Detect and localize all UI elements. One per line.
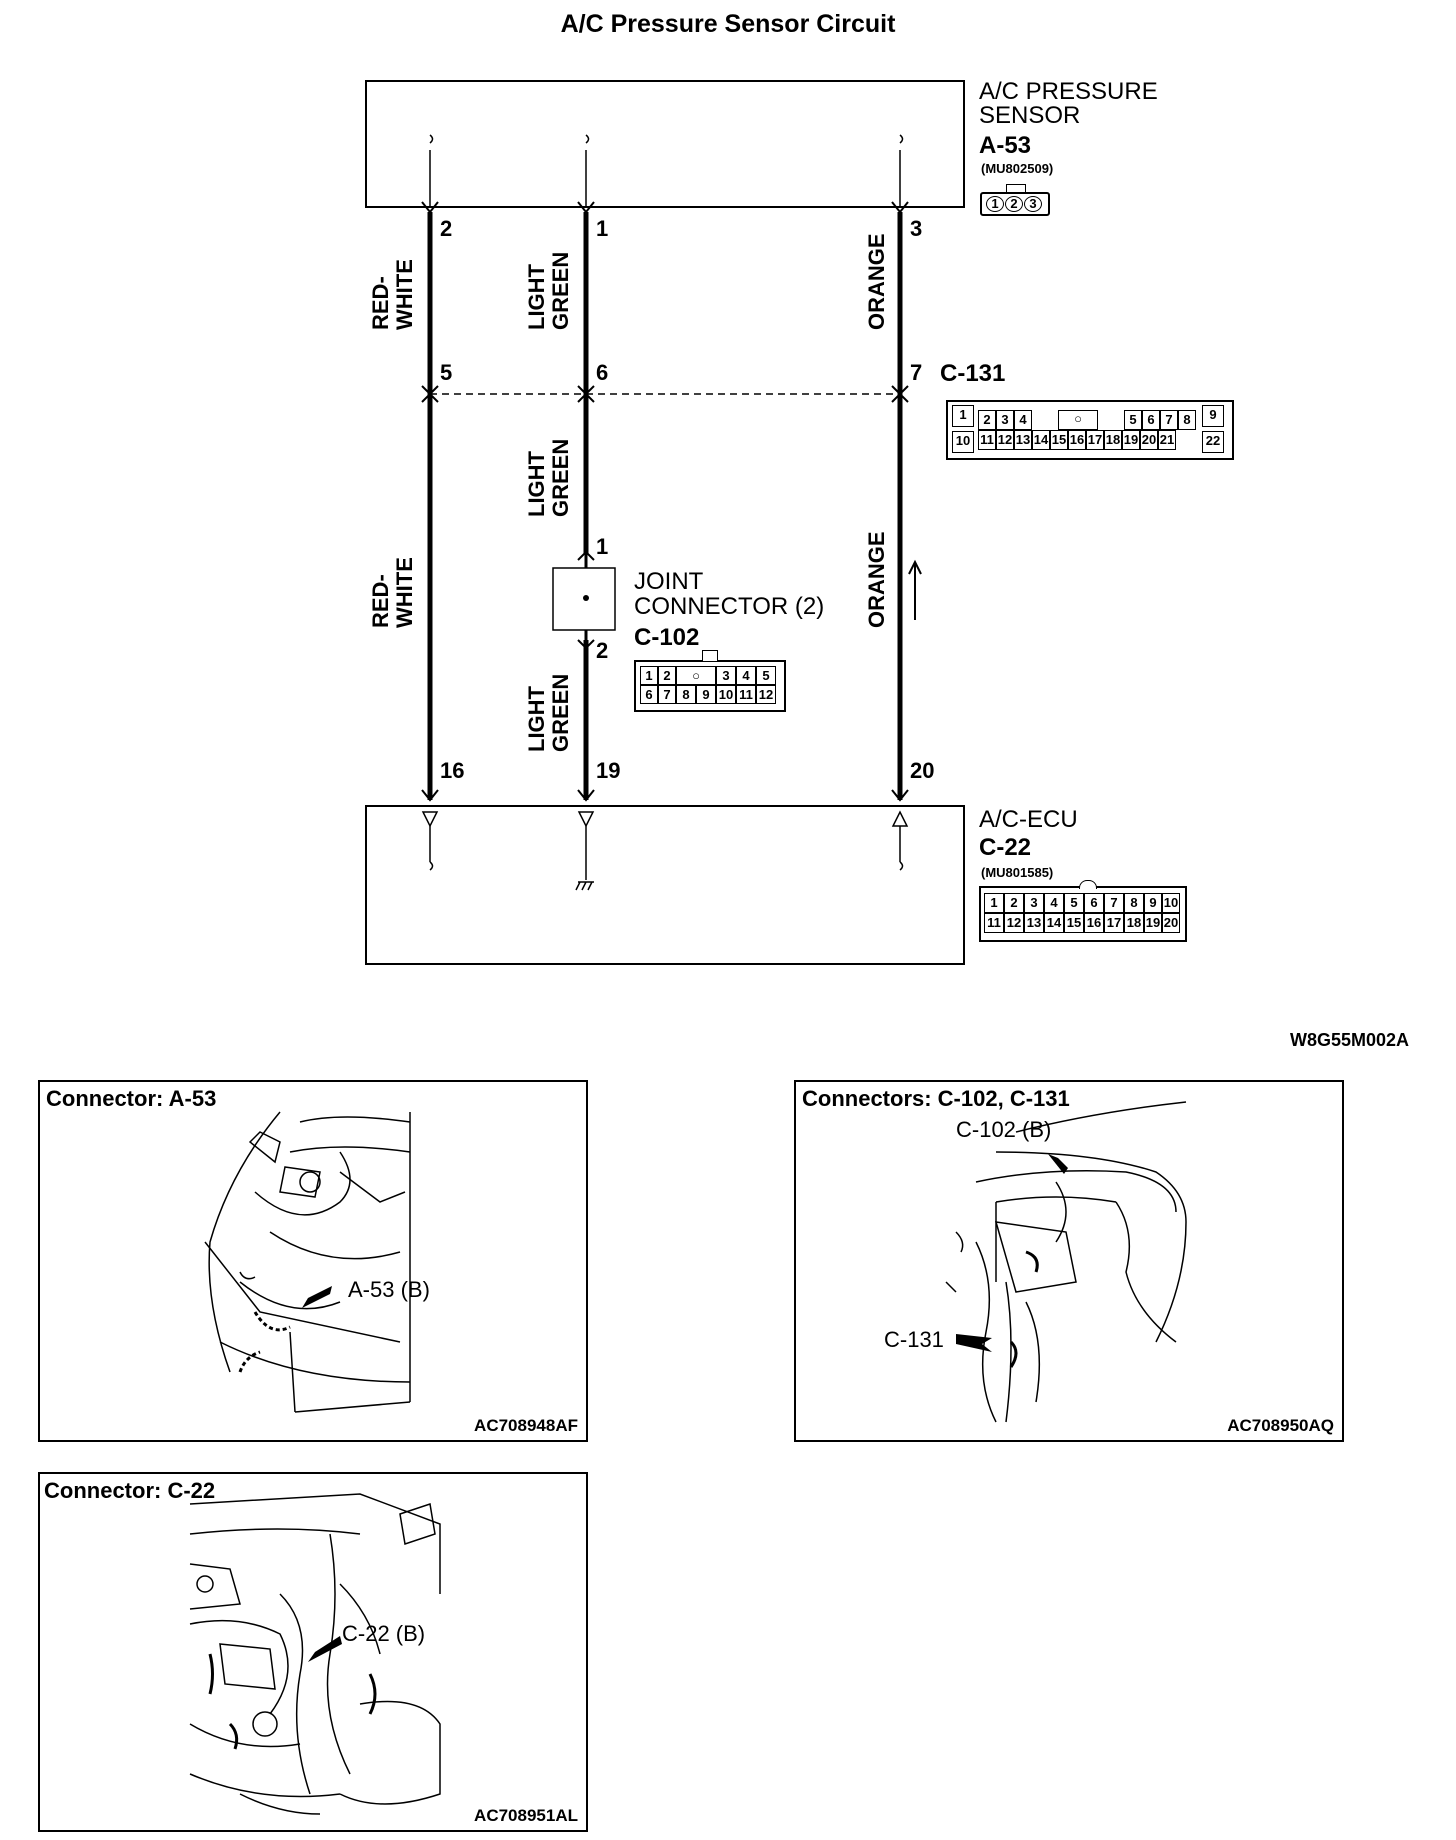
arrow-c102: [1048, 1154, 1068, 1174]
instrument-panel-illustration: [189, 1493, 441, 1815]
joint-connector-name-line2: CONNECTOR (2): [634, 593, 825, 620]
wire-color-right-lower: ORANGE: [864, 531, 889, 628]
wire-color-left-upper-1: RED-: [368, 276, 393, 330]
pin-center-mid: 6: [596, 360, 609, 385]
wire-color-center-upper-1: LIGHT: [524, 264, 549, 330]
pin-left-mid: 5: [440, 360, 453, 385]
panel-a53-code: AC708948AF: [474, 1416, 578, 1435]
panel-c131-callout: C-131: [884, 1327, 944, 1352]
pin-left-bottom: 16: [440, 758, 465, 783]
pin-right-bottom: 20: [910, 758, 935, 783]
wire-color-center-mid-1: LIGHT: [524, 451, 549, 517]
ecu-part-number: (MU801585): [981, 865, 1054, 880]
c131-connector-face: 1 2 3 4 ○ 5 6 7 8 9 10 11 12 13 14 15 16…: [946, 400, 1234, 460]
panel-connector-a53: Connector: A-53 A-53 (B) AC708948AF: [38, 1080, 588, 1442]
wire-color-right-upper: ORANGE: [864, 233, 889, 330]
sensor-name-line1: A/C PRESSURE: [979, 78, 1158, 105]
panel-a53-title: Connector: A-53: [46, 1086, 217, 1111]
schematic-wiring: [365, 80, 965, 965]
joint-connector-name-line1: JOINT: [634, 568, 704, 595]
pin-left-top: 2: [440, 216, 453, 241]
joint-pin-in: 1: [596, 534, 609, 559]
wire-color-center-lower-1: LIGHT: [524, 686, 549, 752]
panel-c22-code: AC708951AL: [474, 1806, 578, 1825]
ground-symbol: [575, 881, 594, 891]
sensor-connector-face: 1 2 3: [980, 184, 1050, 216]
arrow-a53: [302, 1286, 332, 1308]
c22-connector-face: 1 2 3 4 5 6 7 8 9 10 11 12 13 14 15 16 1…: [979, 880, 1187, 942]
pin-center-top: 1: [596, 216, 609, 241]
joint-pin-out: 2: [596, 638, 609, 663]
ecu-name: A/C-ECU: [979, 806, 1078, 833]
c102-connector-face: 1 2 ○ 3 4 5 6 7 8 9 10 11 12: [634, 650, 786, 712]
arrow-c131: [956, 1334, 992, 1352]
wire-color-center-upper-2: GREEN: [548, 251, 573, 330]
ecu-input-triangle-left: [421, 811, 439, 828]
diagram-title: A/C Pressure Sensor Circuit: [560, 10, 896, 38]
panel-c102-c131-title: Connectors: C-102, C-131: [802, 1086, 1070, 1111]
panel-c22-callout: C-22 (B): [342, 1621, 426, 1646]
engine-bay-illustration: [204, 1111, 411, 1413]
dashboard-harness-illustration: [945, 1101, 1187, 1423]
panel-a53-callout: A-53 (B): [348, 1277, 430, 1302]
ecu-output-triangle-right: [891, 810, 909, 827]
wire-color-left-upper-2: WHITE: [392, 259, 417, 330]
sensor-lead-left: [429, 134, 434, 208]
sensor-connector-id: A-53: [979, 132, 1032, 159]
c131-connector-id: C-131: [940, 360, 1006, 387]
joint-connector-box: [552, 567, 616, 631]
panel-c22-title: Connector: C-22: [44, 1478, 216, 1503]
ecu-connector-id: C-22: [979, 834, 1032, 861]
sensor-part-number: (MU802509): [981, 161, 1054, 176]
wire-color-left-lower-1: RED-: [368, 574, 393, 628]
sensor-name-line2: SENSOR: [979, 102, 1081, 129]
pin-right-mid: 7: [910, 360, 923, 385]
wire-color-left-lower-2: WHITE: [392, 557, 417, 628]
joint-connector-id: C-102: [634, 624, 700, 651]
wire-color-center-lower-2: GREEN: [548, 673, 573, 752]
panel-connectors-c102-c131: Connectors: C-102, C-131 C-102 (B) C-131…: [794, 1080, 1344, 1442]
ecu-box: [365, 805, 965, 965]
panel-c102-c131-code: AC708950AQ: [1227, 1416, 1334, 1435]
sensor-box: [365, 80, 965, 208]
panel-c102-callout: C-102 (B): [956, 1117, 1052, 1142]
pin-right-top: 3: [910, 216, 923, 241]
ecu-input-triangle-center: [577, 811, 595, 828]
pin-center-bottom: 19: [596, 758, 621, 783]
arrow-c22: [308, 1636, 342, 1662]
diagram-code: W8G55M002A: [1290, 1030, 1410, 1050]
panel-connector-c22: Connector: C-22 C-22 (B) AC708951AL: [38, 1472, 588, 1832]
wire-color-center-mid-2: GREEN: [548, 438, 573, 517]
sensor-lead-center: [585, 134, 590, 208]
sensor-lead-right: [899, 134, 904, 208]
